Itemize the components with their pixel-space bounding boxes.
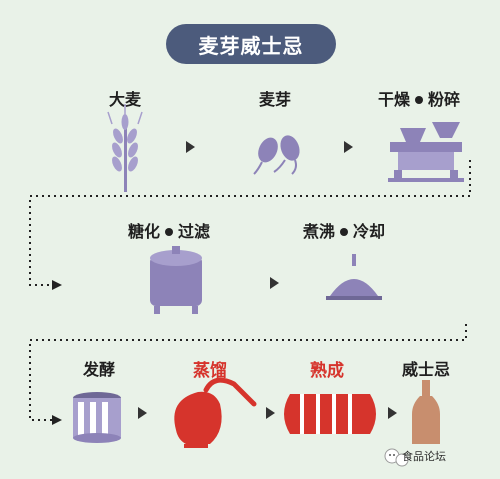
watermark: 食品论坛 — [402, 448, 446, 464]
label-boil-cool: 煮沸冷却 — [303, 218, 385, 242]
arrow-icon — [138, 407, 147, 419]
barley-icon — [107, 104, 143, 192]
boil-kettle-icon — [326, 254, 382, 300]
bullet-dot — [340, 227, 349, 236]
bullet-dot — [165, 227, 174, 236]
whisky-bottle-icon — [412, 380, 440, 444]
connector-arrowhead — [52, 280, 62, 290]
page-title: 麦芽威士忌 — [166, 24, 336, 64]
arrow-icon — [388, 407, 397, 419]
chat-bubble-icon — [384, 448, 409, 467]
connector-row1-row2 — [29, 160, 471, 286]
arrow-icon — [266, 407, 275, 419]
label-whisky: 威士忌 — [402, 360, 451, 379]
label-ferment: 发酵 — [83, 360, 116, 379]
mash-tun-icon — [150, 246, 202, 314]
label-mash-filter: 糖化过滤 — [128, 218, 210, 242]
bullet-dot — [415, 95, 424, 104]
label-dry-grind: 干燥粉碎 — [378, 86, 460, 110]
label-mash: 糖化 — [128, 222, 161, 241]
label-boil: 煮沸 — [303, 222, 336, 241]
pot-still-icon — [174, 377, 257, 448]
barrel-icon — [284, 394, 376, 434]
label-distill: 蒸馏 — [193, 361, 227, 381]
arrow-icon — [186, 141, 195, 153]
fermentation-vat-icon — [73, 392, 121, 443]
label-cool: 冷却 — [353, 222, 386, 241]
malt-grain-icon — [253, 135, 300, 175]
arrow-icon — [344, 141, 353, 153]
label-filter: 过滤 — [178, 222, 211, 241]
label-malt: 麦芽 — [259, 90, 292, 109]
connector-arrowhead — [52, 415, 62, 425]
arrow-icon — [270, 277, 279, 289]
grinder-machine-icon — [388, 122, 464, 182]
connector-row2-row3 — [29, 324, 467, 421]
label-barley: 大麦 — [109, 90, 142, 109]
watermark-text: 食品论坛 — [402, 450, 446, 463]
label-grind: 粉碎 — [428, 90, 461, 109]
label-mature: 熟成 — [310, 361, 344, 381]
label-dry: 干燥 — [378, 90, 411, 109]
